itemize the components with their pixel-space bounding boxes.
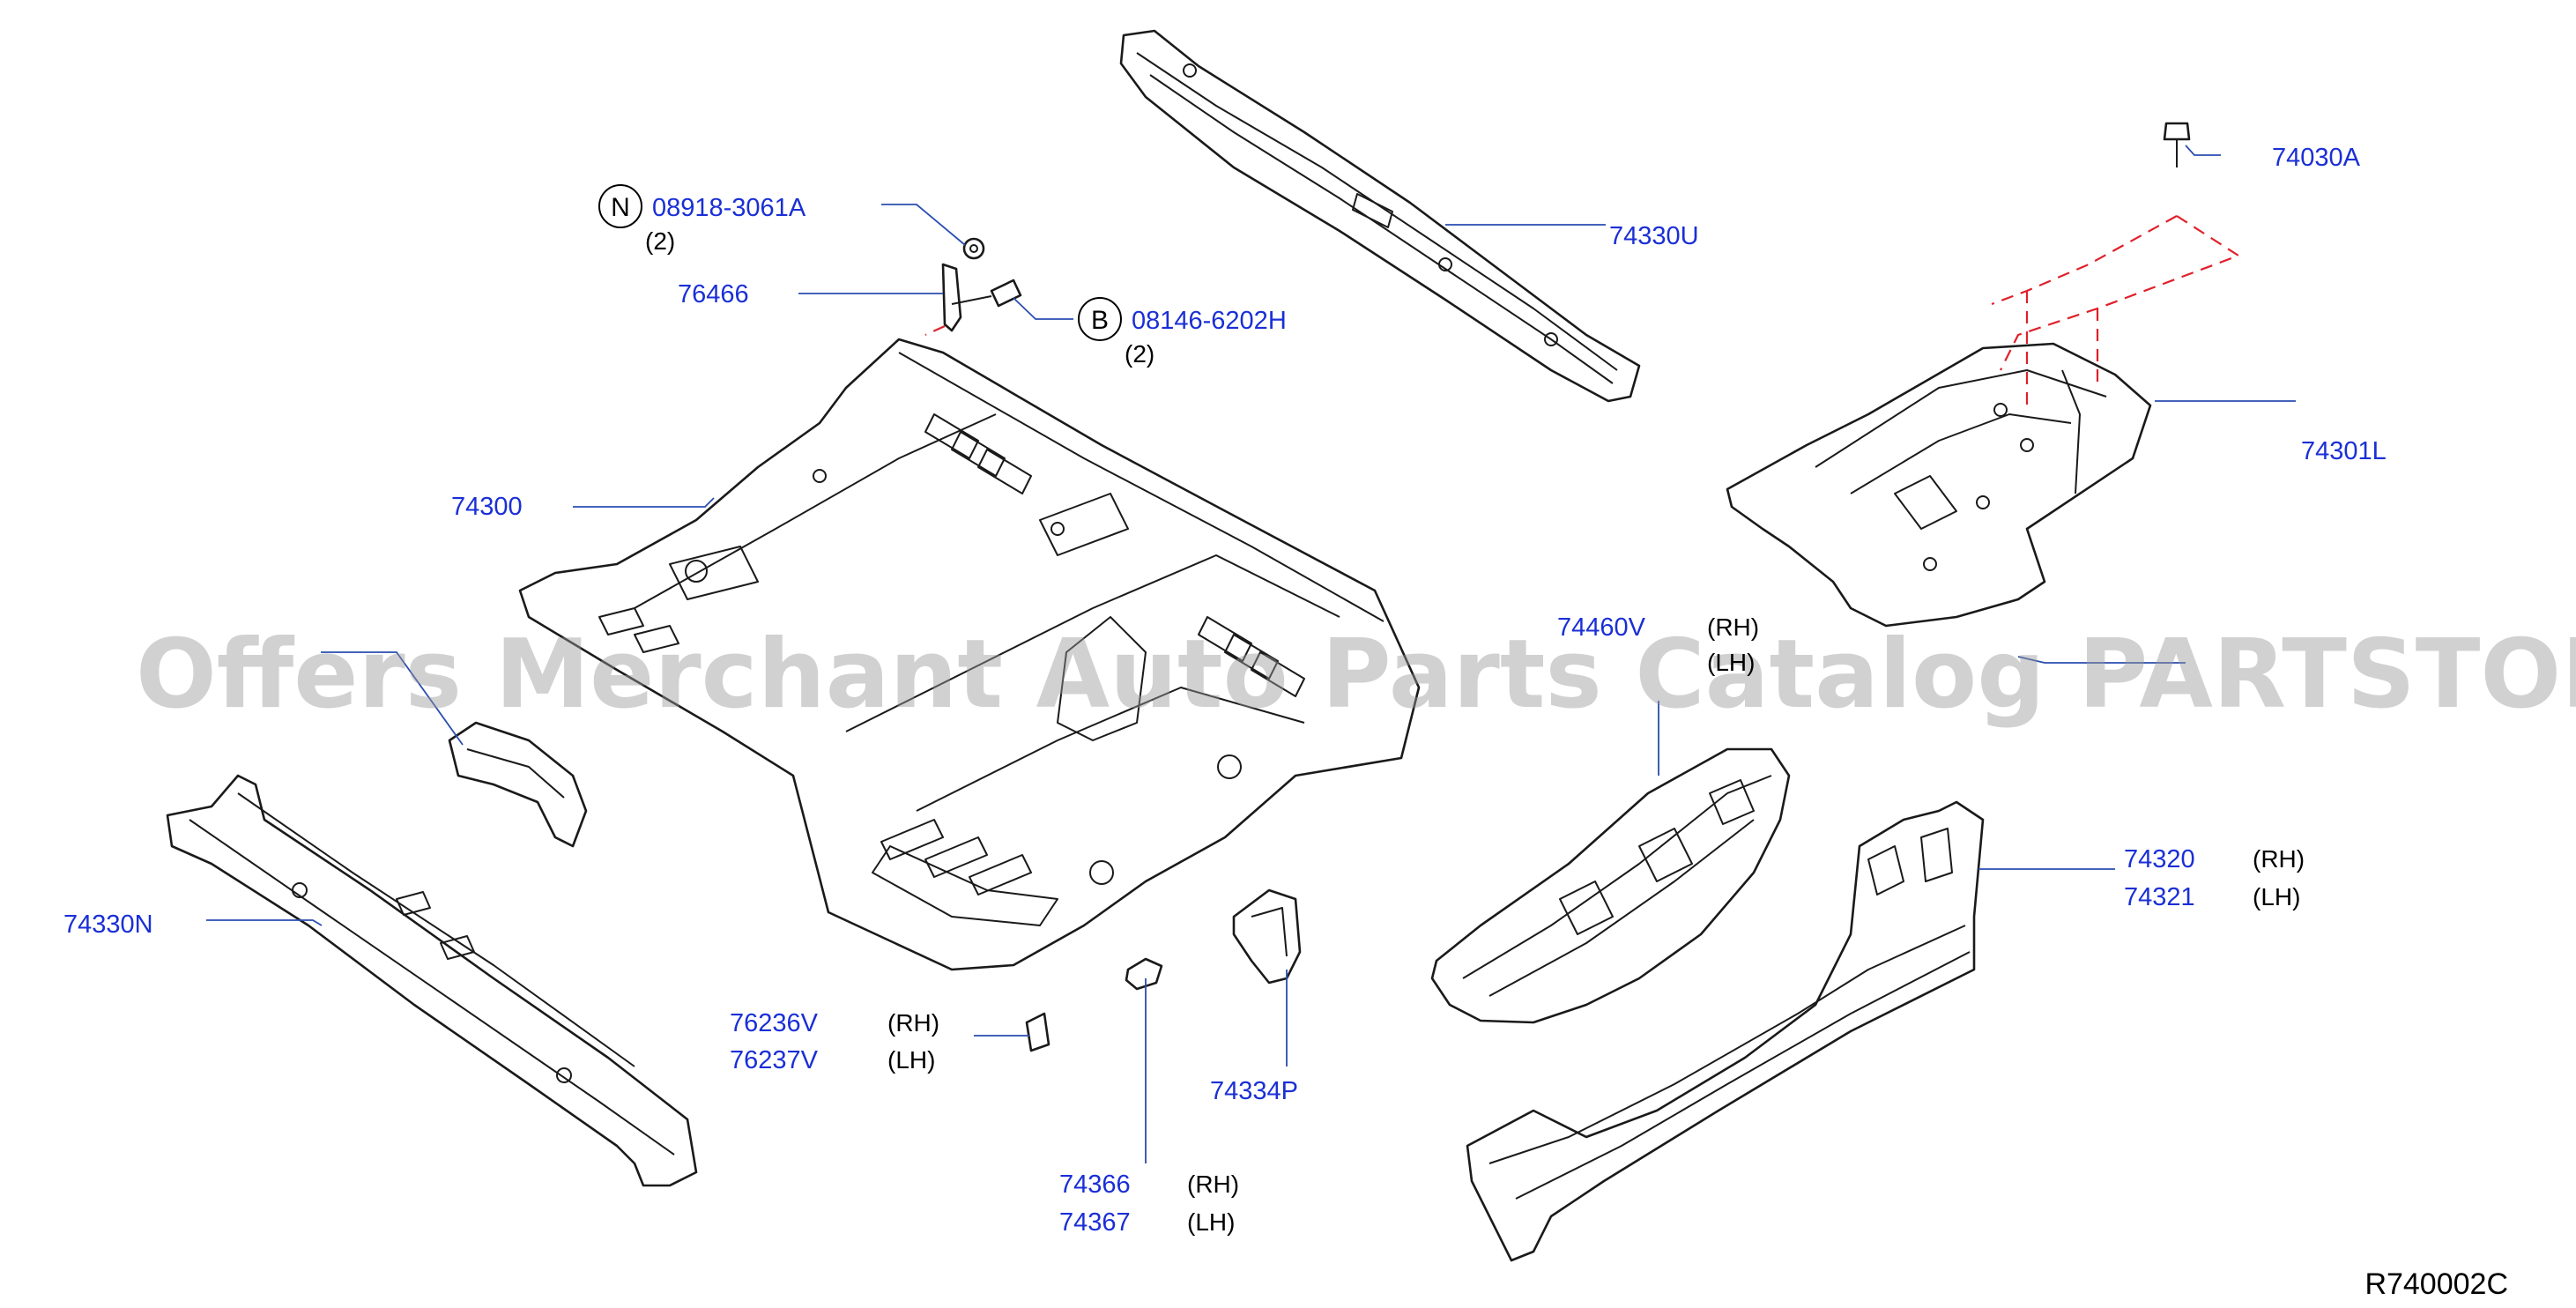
part-number-74460v[interactable]: 74460V xyxy=(1557,613,1646,642)
bolt-08146[interactable] xyxy=(951,279,1022,308)
floor-panel-74301l[interactable] xyxy=(1726,342,2152,628)
leader-lines xyxy=(206,145,2296,1163)
bolt-dash-lines xyxy=(1991,215,2241,405)
part-number-74030a[interactable]: 74030A xyxy=(2272,144,2361,172)
nut-callout[interactable]: N 08918-3061A (2) xyxy=(598,184,806,255)
side-74367-lh: (LH) xyxy=(1187,1208,1235,1236)
side-74321-lh: (LH) xyxy=(2253,883,2300,910)
part-number-74330u[interactable]: 74330U xyxy=(1609,222,1699,250)
side-76236v-rh: (RH) xyxy=(887,1009,939,1037)
bracket-76466[interactable] xyxy=(941,263,962,332)
bolt-callout[interactable]: B 08146-6202H (2) xyxy=(1078,297,1287,368)
bracket-7433-p[interactable] xyxy=(448,721,588,848)
nut-08918[interactable] xyxy=(962,237,985,260)
cross-member-74330u[interactable] xyxy=(1119,29,1641,403)
floor-side-74460v[interactable] xyxy=(1430,747,1791,1024)
bolt-callout-circle xyxy=(1078,297,1122,341)
part-number-08918-3061a[interactable]: 08918-3061A xyxy=(652,194,806,222)
bolt-callout-letter: B xyxy=(1091,306,1109,335)
part-number-08146-6202h[interactable]: 08146-6202H xyxy=(1132,307,1287,335)
part-number-74321[interactable]: 74321 xyxy=(2124,883,2195,911)
part-number-76466[interactable]: 76466 xyxy=(678,280,749,308)
bracket-76236v[interactable] xyxy=(1025,1012,1050,1052)
watermark: Offers Merchant Auto Parts Catalog PARTS… xyxy=(136,620,2576,730)
part-number-74320[interactable]: 74320 xyxy=(2124,845,2195,873)
part-number-74301l[interactable]: 74301L xyxy=(2301,437,2387,465)
side-76237v-lh: (LH) xyxy=(887,1046,935,1074)
side-member-74330n[interactable] xyxy=(166,774,698,1187)
side-74460v-rh: (RH) xyxy=(1707,613,1759,641)
bolt-quantity: (2) xyxy=(1125,340,1154,368)
side-sill-74320[interactable] xyxy=(1466,800,1985,1262)
fastener-dash-line xyxy=(924,324,946,337)
part-number-76237v[interactable]: 76237V xyxy=(730,1046,819,1074)
nut-callout-circle xyxy=(598,184,642,228)
part-number-74330n[interactable]: 74330N xyxy=(63,910,153,939)
side-74320-rh: (RH) xyxy=(2253,845,2305,873)
floor-panel-74300[interactable] xyxy=(518,338,1421,971)
part-number-74367[interactable]: 74367 xyxy=(1059,1208,1131,1237)
diagram-reference: R740002C xyxy=(2364,1267,2508,1301)
part-number-74334p[interactable]: 74334P xyxy=(1210,1077,1298,1105)
bracket-74366[interactable] xyxy=(1125,957,1163,991)
side-74461v-lh: (LH) xyxy=(1707,649,1755,676)
nut-quantity: (2) xyxy=(645,227,675,255)
bracket-74334p[interactable] xyxy=(1232,888,1302,985)
part-number-76236v[interactable]: 76236V xyxy=(730,1009,819,1037)
side-74366-rh: (RH) xyxy=(1187,1171,1239,1198)
part-number-74300[interactable]: 74300 xyxy=(451,493,523,521)
bolt-74030a[interactable] xyxy=(2163,122,2191,167)
floor-ribs xyxy=(598,413,1305,896)
nut-callout-letter: N xyxy=(611,193,630,222)
part-number-74366[interactable]: 74366 xyxy=(1059,1171,1131,1199)
